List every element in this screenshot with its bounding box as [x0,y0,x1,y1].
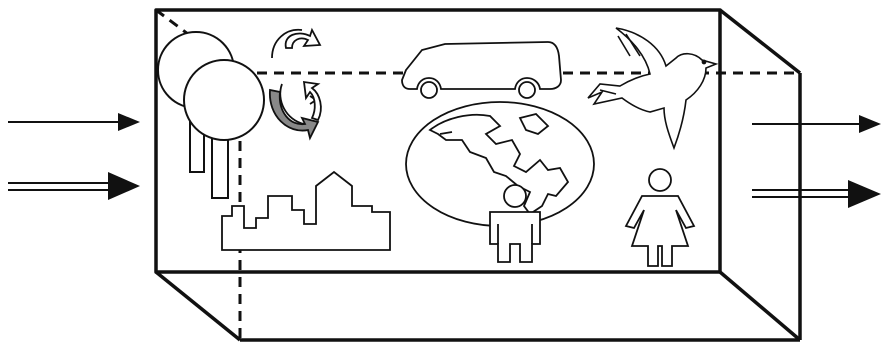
woman-icon [624,168,696,267]
box-outline [154,8,802,342]
box-edge-top-right [718,8,802,75]
box-edge-bottom-right [718,270,802,342]
dove-icon [587,27,719,151]
city-skyline-icon [221,170,391,251]
output-arrow-single [752,115,881,133]
cycle-arrows-icon [269,27,322,141]
trees-icon [157,31,265,199]
globe-icon [405,101,595,227]
man-icon [489,184,541,263]
box-edge-bottom-left [154,270,242,342]
van-icon [401,41,562,99]
input-arrow-single [8,113,140,131]
output-arrow-double [752,180,881,208]
input-arrow-double [8,172,140,200]
box-front-face [154,8,722,274]
